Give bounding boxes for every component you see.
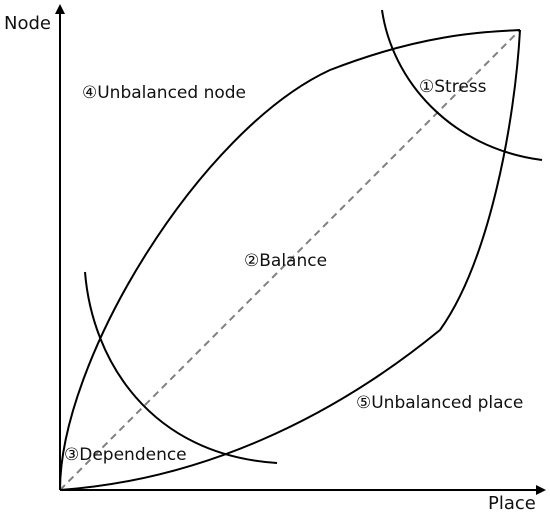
dependence-arc [84, 271, 278, 464]
balance-diagonal-line [59, 29, 521, 491]
lower-lens-curve [59, 29, 521, 491]
upper-lens-curve [59, 29, 521, 491]
unbalanced-place-label: ⑤Unbalanced place [356, 393, 523, 413]
stress-arc [381, 9, 543, 161]
stress-label: ①Stress [419, 77, 487, 97]
x-axis-label: Place [488, 493, 536, 514]
y-axis-label: Node [4, 13, 51, 34]
dependence-label: ③Dependence [64, 445, 187, 465]
unbalanced-node-label: ④Unbalanced node [82, 83, 246, 103]
balance-label: ②Balance [244, 251, 327, 271]
